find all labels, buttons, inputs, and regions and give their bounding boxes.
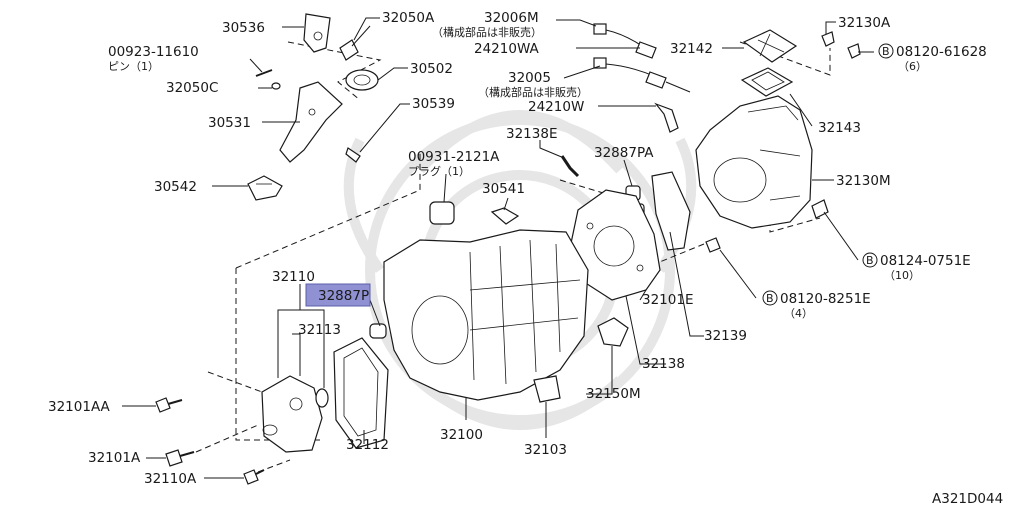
highlight-box [305, 283, 371, 307]
label-30542[interactable]: 30542 [154, 179, 197, 195]
label-32113[interactable]: 32113 [298, 322, 341, 338]
part-32050C-clip [271, 82, 281, 90]
note-32006M: （構成部品は非販売） [432, 25, 542, 39]
part-08124-0751E-bolt [811, 199, 829, 219]
part-32138E-pipe [560, 155, 580, 178]
part-30541-boot [490, 207, 520, 225]
part-30502-release-bearing [345, 69, 379, 91]
label-32050A[interactable]: 32050A [382, 10, 435, 26]
label-32139[interactable]: 32139 [704, 328, 747, 344]
label-30539[interactable]: 30539 [412, 96, 455, 112]
part-32101A-bolt [165, 449, 195, 467]
label-32110[interactable]: 32110 [272, 269, 315, 285]
svg-text:B: B [866, 254, 874, 267]
label-32006M[interactable]: 32006M [484, 10, 539, 26]
label-00931-2121A[interactable]: 00931-2121A [408, 149, 500, 165]
label-30502[interactable]: 30502 [410, 61, 453, 77]
svg-text:B: B [766, 292, 774, 305]
part-32150M-bearing-retainer [597, 317, 629, 347]
label-08120-61628[interactable]: 08120-61628 [896, 44, 987, 60]
part-32142-cover [742, 29, 798, 63]
part-32130A-bolt [821, 31, 835, 47]
qty-08124-0751E: （10） [884, 269, 920, 282]
label-32138E[interactable]: 32138E [506, 126, 557, 142]
part-32110-front-cover [261, 375, 323, 453]
part-32101AA-bolt [155, 397, 183, 413]
label-32005[interactable]: 32005 [508, 70, 551, 86]
part-32050A-bolt [339, 25, 371, 61]
label-32101AA[interactable]: 32101AA [48, 399, 111, 415]
label-32130A[interactable]: 32130A [838, 15, 891, 31]
label-32101E[interactable]: 32101E [642, 292, 693, 308]
part-08120-61628-bolt [847, 43, 861, 59]
label-24210WA[interactable]: 24210WA [474, 41, 540, 57]
part-32113-oil-seal [315, 388, 329, 408]
part-30539-spring [345, 147, 361, 163]
part-30542-boot [247, 175, 283, 201]
label-32887P[interactable]: 32887P [318, 288, 369, 304]
label-30531[interactable]: 30531 [208, 115, 251, 131]
note-32005: （構成部品は非販売） [478, 85, 588, 99]
part-32887P-bushing [369, 323, 387, 339]
label-32112[interactable]: 32112 [346, 437, 389, 453]
part-32112-gasket [333, 337, 389, 449]
part-32103-plug [533, 375, 561, 403]
circle-b-icon: B [878, 43, 894, 59]
part-32110A-bolt [243, 469, 265, 485]
label-32138[interactable]: 32138 [642, 356, 685, 372]
qty-08120-8251E: （4） [784, 307, 813, 320]
part-32130M-extension-housing [695, 95, 813, 229]
label-08120-8251E[interactable]: 08120-8251E [780, 291, 871, 307]
part-32143-gasket [740, 67, 794, 97]
part-32005-switch-harness [593, 57, 691, 93]
diagram-code: A321D044 [932, 491, 1003, 507]
part-30531-withdrawal-lever [279, 81, 343, 163]
leader-lines [122, 17, 874, 479]
part-00931-2121A-plug [429, 201, 455, 225]
label-30536[interactable]: 30536 [222, 20, 265, 36]
label-32887PA[interactable]: 32887PA [594, 145, 654, 161]
label-30541[interactable]: 30541 [482, 181, 525, 197]
note-00923-11610: ピン（1） [108, 60, 159, 73]
label-32100[interactable]: 32100 [440, 427, 483, 443]
label-24210W[interactable]: 24210W [528, 99, 584, 115]
label-32143[interactable]: 32143 [818, 120, 861, 136]
qty-08120-61628: （6） [898, 60, 927, 73]
part-labels: 30536 32050A 32006M （構成部品は非販売） 24210WA 3… [48, 10, 1003, 507]
circle-b-icon: B [862, 252, 878, 268]
part-32100-transmission-case [383, 229, 589, 401]
label-32103[interactable]: 32103 [524, 442, 567, 458]
part-32006M-switch-harness [593, 23, 657, 59]
label-32050C[interactable]: 32050C [166, 80, 218, 96]
part-24210W-bracket [654, 102, 679, 133]
label-32101A[interactable]: 32101A [88, 450, 141, 466]
part-30536-bracket [303, 13, 331, 53]
note-00931-2121A: プラグ（1） [408, 164, 470, 178]
circle-b-icon: B [762, 290, 778, 306]
label-32150M[interactable]: 32150M [586, 386, 641, 402]
label-32142[interactable]: 32142 [670, 41, 713, 57]
part-08120-8251E-bolt [705, 237, 721, 253]
label-08124-0751E[interactable]: 08124-0751E [880, 253, 971, 269]
label-32130M[interactable]: 32130M [836, 173, 891, 189]
label-00923-11610[interactable]: 00923-11610 [108, 44, 199, 60]
part-32139-gasket [651, 171, 691, 251]
part-00923-11610-pin [255, 69, 273, 77]
label-32110A[interactable]: 32110A [144, 471, 197, 487]
svg-text:B: B [882, 45, 890, 58]
